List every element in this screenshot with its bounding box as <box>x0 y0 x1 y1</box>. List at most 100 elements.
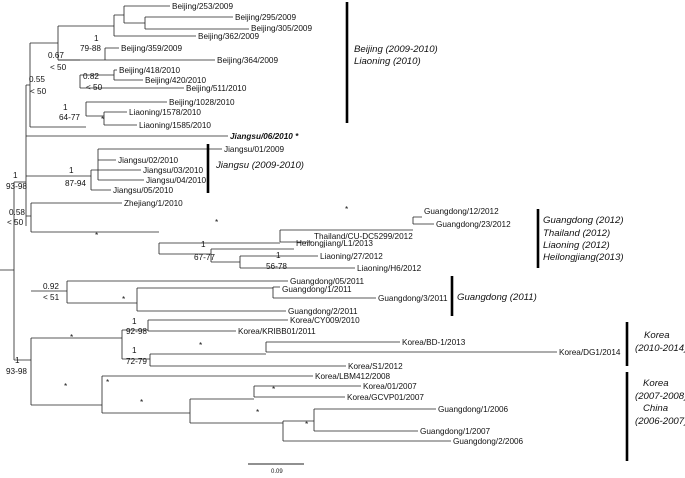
clade-label: Liaoning (2012) <box>543 240 610 251</box>
taxon-label: Liaoning/1585/2010 <box>139 121 211 130</box>
branch <box>26 148 222 191</box>
support-value: 1 <box>69 166 74 175</box>
branch <box>30 26 59 60</box>
support-value: * <box>106 378 110 387</box>
scale-bar-label: 0.09 <box>271 469 283 475</box>
clade-label: Jiangsu (2009-2010) <box>215 160 304 171</box>
branch <box>26 202 122 232</box>
support-value: 0.82 <box>83 72 99 81</box>
branch <box>58 59 184 89</box>
support-value: 0.67 <box>48 51 64 60</box>
branch <box>114 6 125 23</box>
clade-label: Korea <box>643 378 669 389</box>
scale-bar: 0.09 <box>248 463 304 475</box>
taxon-label: Heilongjiang/L1/2013 <box>296 239 373 248</box>
branch <box>102 385 361 423</box>
taxon-label: Jiangsu/04/2010 <box>146 176 207 185</box>
taxon-label: Jiangsu/02/2010 <box>118 156 179 165</box>
support-value: 1 <box>201 240 206 249</box>
support-value: 64-77 <box>59 113 80 122</box>
taxon-label: Guangdong/1/2011 <box>282 285 352 294</box>
taxon-label: Korea/S1/2012 <box>348 362 403 371</box>
support-value: < 50 <box>50 63 67 72</box>
taxon-label: Korea/01/2007 <box>363 382 417 391</box>
support-value: 1 <box>276 251 281 260</box>
support-value: * <box>215 218 219 227</box>
taxon-label: Jiangsu/06/2010 * <box>230 132 299 141</box>
support-value: 1 <box>13 171 18 180</box>
clade-label: (2010-2014) <box>635 343 685 354</box>
support-value: 72-79 <box>126 357 147 366</box>
support-value: * <box>272 385 276 394</box>
taxa-labels: Beijing/253/2009 Beijing/295/2009 Beijin… <box>113 2 621 446</box>
clade-label: Korea <box>644 330 670 341</box>
taxon-label: Beijing/511/2010 <box>186 84 247 93</box>
taxon-label: Beijing/359/2009 <box>121 44 182 53</box>
taxon-label: Guangdong/1/2006 <box>438 405 509 414</box>
taxon-label: Guangdong/3/2011 <box>378 294 448 303</box>
taxon-label: Beijing/295/2009 <box>235 13 296 22</box>
taxon-label: Korea/DG1/2014 <box>559 348 621 357</box>
branch <box>190 408 451 442</box>
support-value: * <box>256 408 260 417</box>
taxon-label: Beijing/418/2010 <box>119 66 180 75</box>
support-value: 92-98 <box>126 327 147 336</box>
taxon-label: Liaoning/27/2012 <box>320 252 383 261</box>
branch <box>58 47 215 61</box>
support-value: 87-94 <box>65 179 86 188</box>
support-value: * <box>70 333 74 342</box>
support-value: * <box>199 341 203 350</box>
taxon-label: Beijing/364/2009 <box>217 56 278 65</box>
support-value: 93-98 <box>6 367 27 376</box>
branch <box>124 16 249 30</box>
taxon-label: Beijing/362/2009 <box>198 32 259 41</box>
branch <box>26 43 31 127</box>
clade-label: (2007-2008) <box>635 391 685 402</box>
taxon-label: Guangdong/2/2011 <box>288 307 358 316</box>
support-value: 0.55 <box>29 75 45 84</box>
support-value: 0.92 <box>43 282 59 291</box>
branch <box>58 15 115 36</box>
clade-label: Thailand (2012) <box>543 228 610 239</box>
branch <box>14 338 32 405</box>
branch <box>31 280 376 312</box>
taxon-label: Guangdong/2/2006 <box>453 437 524 446</box>
support-value: * <box>345 205 349 214</box>
support-value: 0.58 <box>9 208 25 217</box>
branch <box>30 101 167 128</box>
branch <box>31 216 434 254</box>
taxon-label: Jiangsu/03/2010 <box>143 166 204 175</box>
support-value: * <box>101 115 105 124</box>
taxon-label: Thailand/CU-DC5299/2012 <box>314 232 413 241</box>
support-value: < 50 <box>30 87 47 96</box>
taxon-label: Liaoning/H6/2012 <box>357 264 422 273</box>
taxon-label: Korea/GCVP01/2007 <box>347 393 424 402</box>
clade-label: Guangdong (2011) <box>457 292 537 303</box>
clade-label: Beijing (2009-2010) <box>354 44 438 55</box>
support-value: < 50 <box>7 218 24 227</box>
clade-annotations: Beijing (2009-2010) Liaoning (2010) Jian… <box>206 2 685 461</box>
taxon-label: Korea/BD-1/2013 <box>402 338 466 347</box>
clade-label: (2006-2007) <box>635 416 685 427</box>
support-value: * <box>305 420 309 429</box>
taxon-label: Beijing/420/2010 <box>145 76 206 85</box>
taxon-label: Guangdong/05/2011 <box>290 277 365 286</box>
taxon-label: Liaoning/1578/2010 <box>129 108 201 117</box>
branch <box>31 319 288 359</box>
tree-branches <box>0 5 557 442</box>
root-branch <box>0 182 15 360</box>
support-value: * <box>140 398 144 407</box>
taxon-label: Guangdong/12/2012 <box>424 207 499 216</box>
taxon-label: Guangdong/23/2012 <box>436 220 511 229</box>
taxon-label: Beijing/305/2009 <box>251 24 312 33</box>
taxon-label: Korea/KRIBB01/2011 <box>238 327 316 336</box>
support-value: 1 <box>63 103 68 112</box>
branch <box>31 375 313 413</box>
support-value: < 50 <box>86 83 103 92</box>
support-value: 1 <box>15 356 20 365</box>
taxon-label: Jiangsu/05/2010 <box>113 186 174 195</box>
support-value: 93-98 <box>6 182 27 191</box>
support-value: 1 <box>132 317 137 326</box>
support-value: 1 <box>94 34 99 43</box>
taxon-label: Guangdong/1/2007 <box>420 427 491 436</box>
